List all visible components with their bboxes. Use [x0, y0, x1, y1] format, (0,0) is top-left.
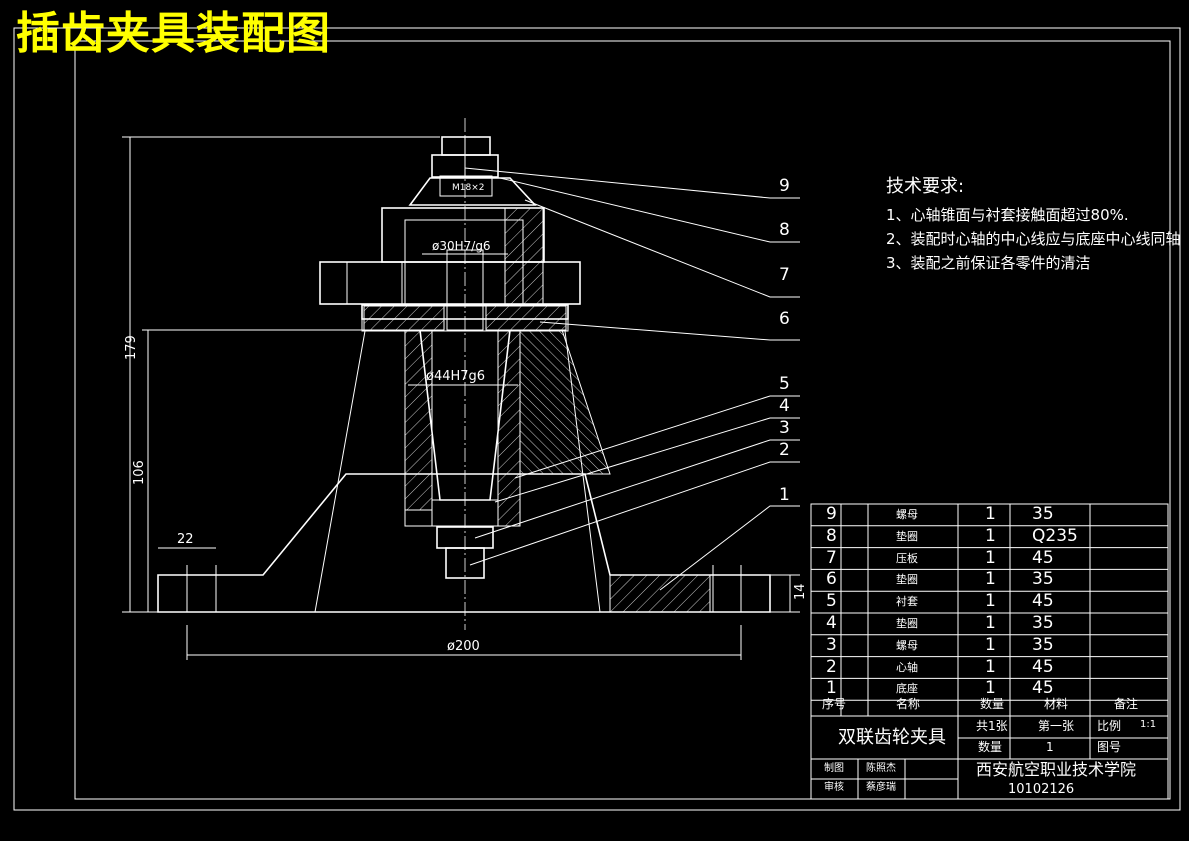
part-material: 35 [1032, 569, 1054, 590]
callout-7: 7 [779, 265, 790, 285]
header-remark: 备注 [1114, 697, 1139, 711]
dim-200: ø200 [447, 639, 480, 654]
drawing-no-label: 图号 [1097, 740, 1122, 754]
dim-106: 106 [132, 460, 147, 485]
school-name: 西安航空职业技术学院 [976, 760, 1137, 779]
part-name: 垫圈 [896, 573, 918, 587]
part-material: 45 [1032, 678, 1054, 699]
parts-table-lines [810, 503, 1169, 800]
requirement-1: 1、心轴锥面与衬套接触面超过80%. [886, 206, 1129, 224]
part-qty: 1 [985, 504, 996, 524]
part-name: 螺母 [896, 638, 918, 652]
part-name: 底座 [896, 682, 918, 696]
requirement-2: 2、装配时心轴的中心线应与底座中心线同轴 [886, 230, 1181, 248]
dim-22: 22 [177, 532, 194, 547]
callout-5: 5 [779, 374, 790, 394]
drawing-title: 插齿夹具装配图 [16, 8, 331, 59]
part-qty: 1 [985, 591, 996, 612]
leader-lines [464, 167, 800, 591]
checked-name: 蔡彦瑞 [866, 782, 896, 793]
header-qty: 数量 [980, 697, 1005, 711]
part-name: 螺母 [896, 508, 918, 521]
part-name: 垫圈 [896, 529, 918, 543]
callout-3: 3 [779, 418, 790, 438]
part-material: 35 [1032, 504, 1054, 524]
fit-large: ø44H7g6 [426, 369, 486, 384]
part-qty: 1 [985, 547, 996, 568]
part-material: 35 [1032, 634, 1054, 655]
part-no: 2 [826, 656, 837, 677]
part-no: 1 [826, 678, 837, 699]
part-no: 3 [826, 634, 837, 655]
header-no: 序号 [822, 697, 847, 711]
nut-assembly [408, 136, 537, 206]
callout-8: 8 [779, 220, 790, 240]
mandrel-part-2 [419, 249, 511, 579]
part-no: 7 [826, 547, 837, 568]
callout-1: 1 [779, 485, 790, 505]
part-name: 心轴 [896, 660, 918, 674]
washer-part-6 [361, 304, 569, 332]
dim-179: 179 [124, 335, 139, 360]
part-no: 5 [826, 591, 837, 612]
outer-frame [13, 27, 1181, 811]
drawn-name: 陈照杰 [866, 763, 896, 774]
scale-value: 1:1 [1140, 719, 1157, 730]
callout-6: 6 [779, 309, 790, 329]
dim-14: 14 [793, 583, 808, 600]
part-name: 垫圈 [896, 617, 918, 630]
callout-4: 4 [779, 396, 790, 416]
part-qty: 1 [985, 613, 996, 633]
requirement-3: 3、装配之前保证各零件的清洁 [886, 254, 1091, 272]
part-qty: 1 [985, 569, 996, 590]
qty-value: 1 [1046, 740, 1054, 754]
part-no: 4 [826, 613, 837, 633]
gear-workpiece [319, 207, 581, 307]
drawing-name: 双联齿轮夹具 [838, 727, 946, 748]
part-no: 6 [826, 569, 837, 590]
part-no: 8 [826, 525, 837, 546]
scale-label: 比例 [1097, 719, 1122, 733]
part-material: 35 [1032, 613, 1054, 633]
part-qty: 1 [985, 678, 996, 699]
header-material: 材料 [1044, 697, 1069, 711]
requirements-heading: 技术要求: [886, 176, 965, 197]
part-name: 衬套 [896, 595, 918, 609]
sheet-total: 共1张 [976, 719, 1008, 733]
qty-label: 数量 [978, 740, 1003, 754]
part-material: 45 [1032, 656, 1054, 677]
header-name: 名称 [896, 697, 921, 711]
student-id: 10102126 [1008, 782, 1075, 797]
part-name: 压板 [896, 551, 918, 565]
part-no: 9 [826, 504, 837, 524]
part-material: 45 [1032, 547, 1054, 568]
fit-small: ø30H7/g6 [432, 239, 491, 253]
sheet-no: 第一张 [1038, 719, 1075, 733]
inner-frame [74, 40, 1171, 800]
callout-2: 2 [779, 440, 790, 460]
dimension-lines [122, 136, 800, 660]
part-qty: 1 [985, 634, 996, 655]
callout-9: 9 [779, 176, 790, 196]
thread-label: M18×2 [452, 183, 485, 193]
part-material: 45 [1032, 591, 1054, 612]
drawn-label: 制图 [824, 763, 844, 774]
part-qty: 1 [985, 525, 996, 546]
part-material: Q235 [1032, 525, 1078, 546]
bushing-part-5 [404, 329, 611, 527]
checked-label: 审核 [824, 782, 844, 793]
part-qty: 1 [985, 656, 996, 677]
